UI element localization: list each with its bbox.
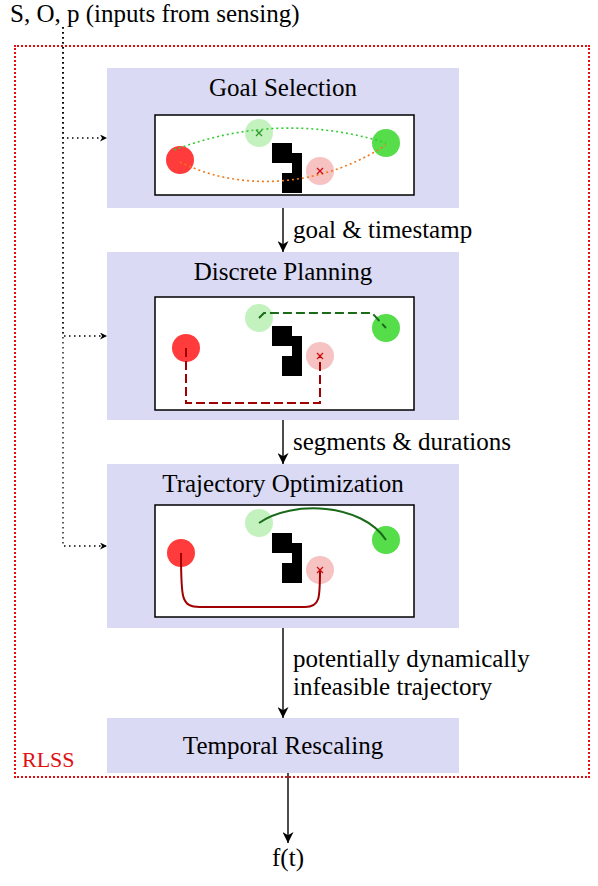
edge-label: segments & durations	[293, 428, 573, 456]
robot-start	[166, 146, 194, 174]
process-title: Trajectory Optimization	[107, 464, 459, 498]
process-title: Goal Selection	[107, 68, 459, 102]
goal-cross	[256, 130, 262, 136]
discrete-path	[259, 313, 386, 328]
discrete-planning-illustration	[155, 297, 414, 410]
robot-goal	[372, 129, 400, 157]
flow-arrow	[282, 420, 283, 464]
input-connector	[63, 27, 107, 336]
input-connector	[63, 27, 107, 546]
robot-goal	[372, 526, 400, 554]
goal-marker	[245, 119, 273, 147]
flow-arrow	[287, 773, 288, 843]
process-box: Temporal Rescaling	[107, 718, 459, 773]
optimized-trajectory	[181, 553, 320, 607]
goal-marker	[306, 157, 334, 185]
robot-goal	[372, 314, 400, 342]
discrete-path	[186, 348, 320, 403]
illustration-frame	[155, 115, 414, 195]
process-title: Temporal Rescaling	[183, 732, 383, 760]
edge-label: goal & timestamp	[293, 216, 553, 244]
trajectory-optimization-illustration	[155, 505, 414, 617]
input-connector	[63, 27, 107, 138]
output-text: f(t)	[256, 843, 320, 873]
goal-cross	[317, 353, 323, 359]
flow-arrow	[282, 208, 283, 252]
illustration-frame	[155, 297, 414, 410]
output-label: f(t)	[272, 844, 304, 872]
connectors	[63, 27, 288, 843]
desired-path	[174, 128, 386, 150]
goal-cross	[317, 567, 323, 573]
robot-start	[172, 334, 200, 362]
goal-marker	[245, 509, 273, 537]
illustration-frame	[155, 505, 414, 617]
goal-marker	[306, 556, 334, 584]
process-box: Trajectory Optimization	[107, 464, 459, 628]
obstacle	[272, 326, 302, 376]
desired-path	[180, 145, 386, 181]
input-text: S, O, p (inputs from sensing)	[10, 1, 430, 27]
goal-cross	[317, 168, 323, 174]
edge-label: potentially dynamically infeasible traje…	[293, 645, 568, 701]
obstacle	[272, 533, 302, 583]
flow-arrow	[282, 628, 283, 718]
process-title: Discrete Planning	[107, 252, 459, 286]
goal-marker	[306, 342, 334, 370]
goal-marker	[245, 304, 273, 332]
input-label: S, O, p (inputs from sensing)	[10, 1, 430, 27]
robot-start	[167, 539, 195, 567]
goal-selection-illustration	[155, 115, 414, 195]
boundary-label: RLSS	[22, 748, 75, 772]
process-box: Discrete Planning	[107, 252, 459, 420]
process-box: Goal Selection	[107, 68, 459, 208]
optimized-trajectory	[259, 508, 386, 540]
obstacle	[272, 143, 302, 193]
